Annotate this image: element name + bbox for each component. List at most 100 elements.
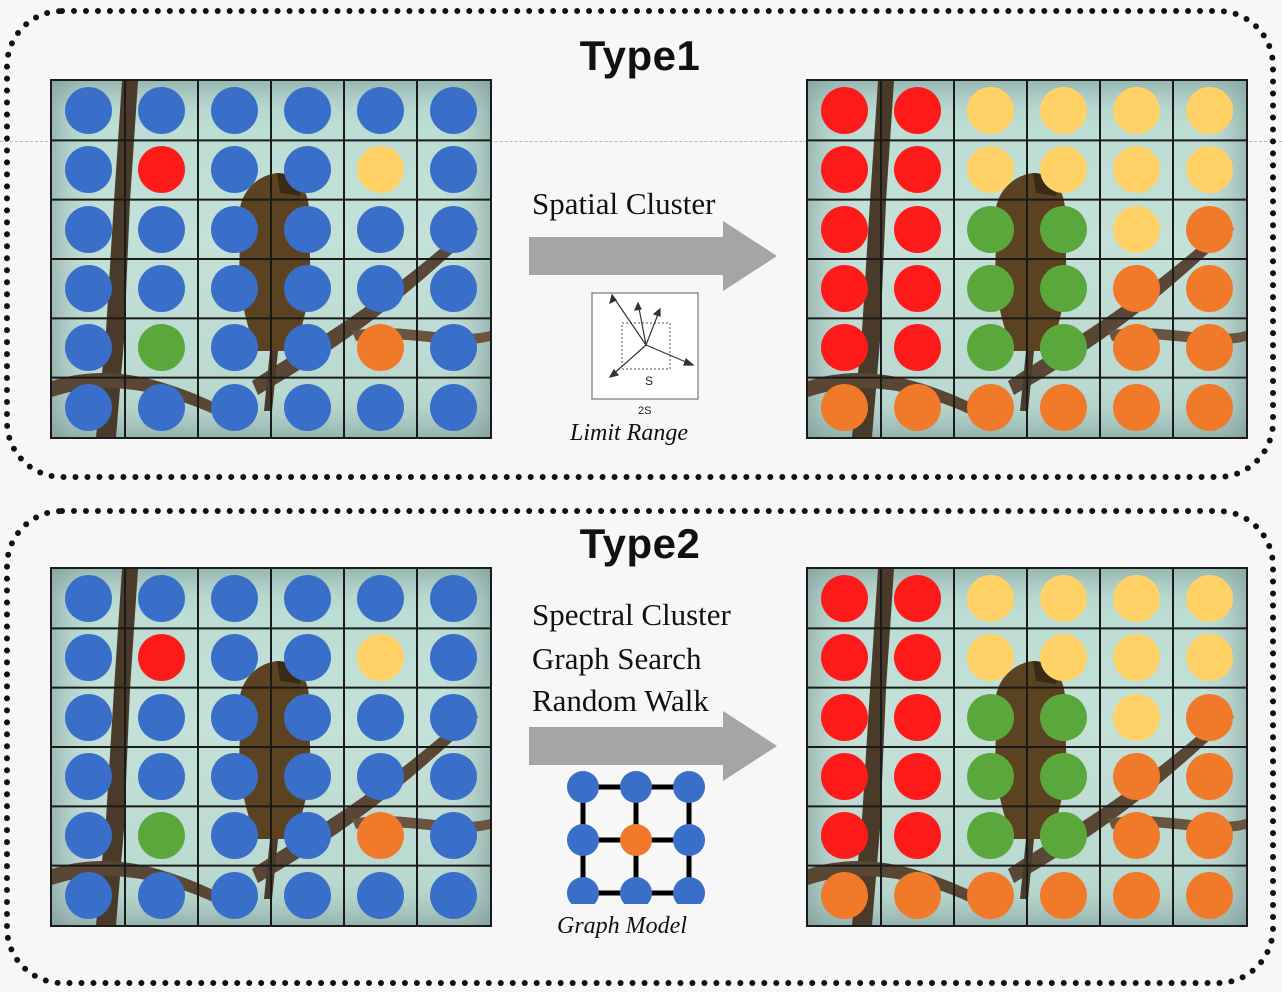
- grid-cell: [954, 259, 1027, 318]
- superpixel-dot: [1186, 871, 1233, 919]
- grid-cell: [1027, 688, 1100, 747]
- grid-cell: [52, 318, 125, 377]
- grid-cell: [344, 81, 417, 140]
- superpixel-dot: [357, 812, 404, 860]
- superpixel-dot: [821, 871, 868, 919]
- grid-cell: [1173, 259, 1246, 318]
- superpixel-dot: [430, 634, 477, 682]
- grid-cell: [417, 259, 490, 318]
- grid-cell: [417, 140, 490, 199]
- superpixel-dot: [357, 324, 404, 372]
- grid-cell: [881, 628, 954, 687]
- grid-cell: [344, 688, 417, 747]
- grid-cell: [1100, 806, 1173, 865]
- superpixel-dot: [821, 693, 868, 741]
- grid-cell: [1100, 259, 1173, 318]
- superpixel-dot: [430, 753, 477, 801]
- superpixel-dot: [1186, 146, 1233, 194]
- grid-cell: [808, 81, 881, 140]
- grid-cell: [1173, 140, 1246, 199]
- grid-cell: [271, 747, 344, 806]
- superpixel-dot: [211, 634, 258, 682]
- grid-cell: [1173, 628, 1246, 687]
- grid-cell: [344, 200, 417, 259]
- superpixel-dot: [65, 383, 112, 431]
- grid-cell: [271, 318, 344, 377]
- graph-node: [673, 877, 705, 904]
- limit-range-inner-label: S: [645, 374, 654, 388]
- superpixel-dot: [65, 871, 112, 919]
- superpixel-dot: [138, 146, 185, 194]
- grid-cell: [125, 81, 198, 140]
- grid-cell: [344, 806, 417, 865]
- grid-cell: [52, 806, 125, 865]
- superpixel-dot: [430, 324, 477, 372]
- superpixel-dot: [430, 383, 477, 431]
- superpixel-dot: [1186, 205, 1233, 253]
- arrow-icon: [529, 711, 777, 781]
- grid-cell: [1100, 569, 1173, 628]
- grid-cell: [417, 81, 490, 140]
- superpixel-dot: [65, 205, 112, 253]
- superpixel-dot: [967, 265, 1014, 313]
- type2-input-grid: [50, 567, 492, 927]
- grid-cell: [271, 378, 344, 437]
- guide-line: [0, 141, 1282, 142]
- grid-cell: [954, 866, 1027, 925]
- superpixel-dot: [357, 265, 404, 313]
- grid-cell: [1100, 866, 1173, 925]
- grid-cell: [52, 200, 125, 259]
- superpixel-dot: [430, 575, 477, 623]
- superpixel-dot: [1113, 753, 1160, 801]
- superpixel-dot: [138, 324, 185, 372]
- grid-cell: [344, 378, 417, 437]
- type2-panel: Type2: [4, 508, 1276, 986]
- graph-node: [673, 771, 705, 803]
- grid-cell: [1173, 866, 1246, 925]
- superpixel-dot: [138, 87, 185, 135]
- grid-cell: [881, 140, 954, 199]
- superpixel-dot: [138, 871, 185, 919]
- grid-cell: [125, 628, 198, 687]
- grid-cell: [198, 378, 271, 437]
- grid-cell: [344, 628, 417, 687]
- grid-cell: [271, 628, 344, 687]
- grid-cell: [198, 259, 271, 318]
- grid-cell: [125, 140, 198, 199]
- grid-cell: [881, 866, 954, 925]
- superpixel-dot: [967, 383, 1014, 431]
- grid-cell: [271, 866, 344, 925]
- grid-cell: [198, 200, 271, 259]
- superpixel-dot: [284, 205, 331, 253]
- graph-node: [567, 877, 599, 904]
- superpixel-dot: [967, 871, 1014, 919]
- superpixel-dot: [284, 812, 331, 860]
- arrow-icon: [529, 221, 777, 291]
- limit-range-icon: [591, 292, 699, 400]
- superpixel-dot: [1113, 693, 1160, 741]
- grid-cell: [881, 688, 954, 747]
- grid-cell: [125, 866, 198, 925]
- grid-cell: [198, 140, 271, 199]
- superpixel-dot: [65, 324, 112, 372]
- superpixel-dot: [211, 753, 258, 801]
- superpixel-dot: [65, 634, 112, 682]
- superpixel-dot: [894, 87, 941, 135]
- type1-output-grid: [806, 79, 1248, 439]
- grid-cell: [52, 747, 125, 806]
- grid-cell: [1173, 318, 1246, 377]
- icon-caption: Limit Range: [570, 420, 688, 446]
- superpixel-dot: [284, 871, 331, 919]
- grid-cell: [1100, 200, 1173, 259]
- superpixel-dot: [1040, 324, 1087, 372]
- grid-lines: [52, 569, 490, 925]
- superpixel-dot: [211, 324, 258, 372]
- grid-cell: [52, 378, 125, 437]
- grid-lines: [52, 81, 490, 437]
- grid-cell: [417, 866, 490, 925]
- superpixel-dot: [430, 146, 477, 194]
- grid-cell: [1100, 140, 1173, 199]
- superpixel-dot: [894, 634, 941, 682]
- method-label: Graph Search: [532, 641, 702, 676]
- grid-cell: [417, 628, 490, 687]
